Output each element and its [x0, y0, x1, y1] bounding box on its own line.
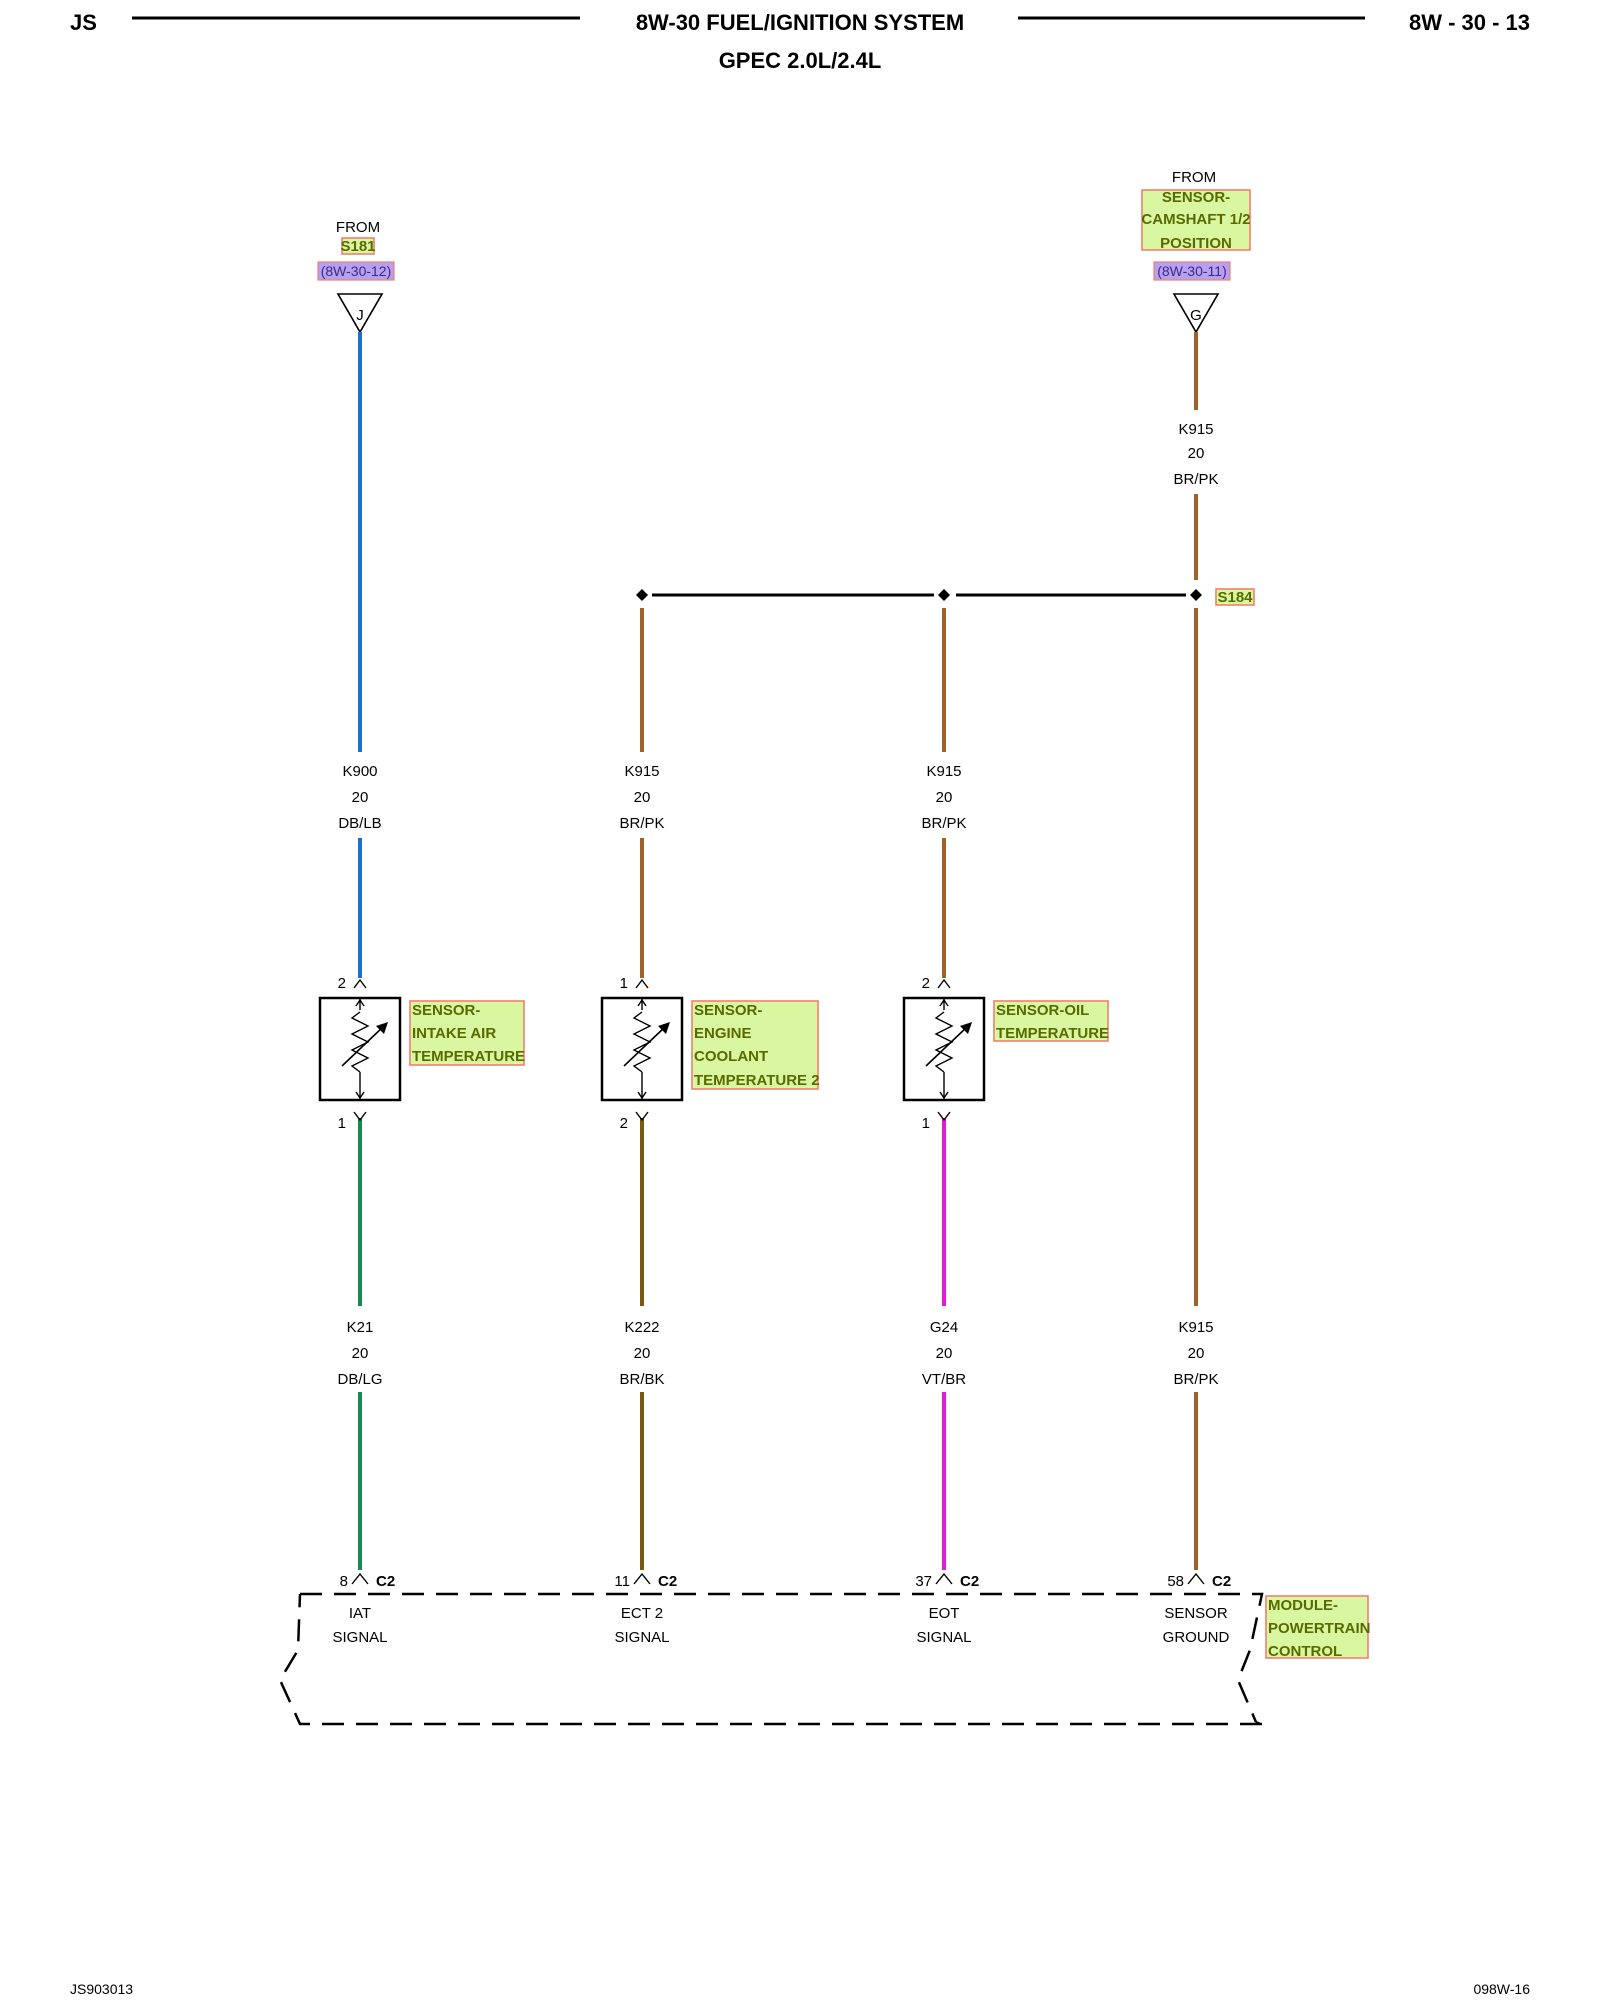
- connector-g-icon: [1172, 293, 1220, 334]
- wire-label-k21-circuit: K21: [347, 1319, 374, 1336]
- wire-label-eot-circuit: K915: [926, 763, 961, 780]
- splice-node-ect: [636, 589, 648, 601]
- module-outline: [300, 1594, 1266, 1726]
- module-label-line2: POWERTRAIN: [1268, 1620, 1371, 1637]
- sensor-eot-label-line2: TEMPERATURE: [996, 1025, 1109, 1042]
- from-left-ref-box[interactable]: [317, 261, 395, 281]
- sensor-ect2-pin-bottom: 2: [620, 1115, 628, 1132]
- wire-label-gnd-color: BR/PK: [1173, 1371, 1218, 1388]
- wire-label-k21-color: DB/LG: [337, 1371, 382, 1388]
- wire-label-k222-gauge: 20: [634, 1345, 651, 1362]
- from-right-source-line3: POSITION: [1160, 235, 1232, 252]
- wire-label-eot-gauge: 20: [936, 789, 953, 806]
- sensor-eot-pin-bottom: 1: [922, 1115, 930, 1132]
- from-left-source: S181: [340, 238, 375, 255]
- sensor-ect2-pin-top: 1: [620, 975, 628, 992]
- splice-node-cam: [1190, 589, 1202, 601]
- sensor-ect2-label-line2: ENGINE: [694, 1025, 752, 1042]
- from-left-source-box: [341, 237, 375, 255]
- wire-label-gnd-circuit: K915: [1178, 1319, 1213, 1336]
- wire-label-cam-color: BR/PK: [1173, 471, 1218, 488]
- from-right-source-box: [1141, 189, 1251, 251]
- wire-label-cam-gauge: 20: [1188, 445, 1205, 462]
- module-pin-8: 8 C2 IAT SIGNAL: [332, 1572, 395, 1646]
- wire-label-cam-circuit: K915: [1178, 421, 1213, 438]
- page-title: 8W-30 FUEL/IGNITION SYSTEM: [636, 10, 964, 35]
- wire-label-k222-color: BR/BK: [619, 1371, 664, 1388]
- wire-label-g24-color: VT/BR: [922, 1371, 966, 1388]
- svg-text:IAT: IAT: [349, 1605, 371, 1622]
- svg-text:SIGNAL: SIGNAL: [916, 1629, 971, 1646]
- wire-label-k900-gauge: 20: [352, 789, 369, 806]
- sensor-iat-label-line3: TEMPERATURE: [412, 1048, 525, 1065]
- svg-text:C2: C2: [376, 1573, 395, 1590]
- svg-text:8: 8: [340, 1573, 348, 1590]
- svg-text:C2: C2: [960, 1573, 979, 1590]
- wire-label-k21-gauge: 20: [352, 1345, 369, 1362]
- wire-label-g24-gauge: 20: [936, 1345, 953, 1362]
- sensor-ect2-label-line4: TEMPERATURE 2: [694, 1072, 820, 1089]
- wire-label-k900-circuit: K900: [342, 763, 377, 780]
- from-left-label: FROM: [336, 219, 380, 236]
- svg-text:C2: C2: [1212, 1573, 1231, 1590]
- wire-label-k900-color: DB/LB: [338, 815, 381, 832]
- splice-label-box: [1215, 588, 1255, 606]
- svg-text:ECT 2: ECT 2: [621, 1605, 663, 1622]
- from-right-source-line2: CAMSHAFT 1/2: [1141, 211, 1250, 228]
- sensor-iat-label-line1: SENSOR-: [412, 1002, 480, 1019]
- footer-right: 098W-16: [1473, 1981, 1530, 1997]
- sensor-eot-label-box: [993, 1000, 1109, 1042]
- from-right-source-line1: SENSOR-: [1162, 189, 1230, 206]
- sensor-iat-pin-bottom: 1: [338, 1115, 346, 1132]
- connector-j-label: J: [356, 307, 364, 324]
- from-right-label: FROM: [1172, 169, 1216, 186]
- module-pin-37: 37 C2 EOT SIGNAL: [915, 1572, 979, 1646]
- wire-label-k222-circuit: K222: [624, 1319, 659, 1336]
- wire-label-ect-color: BR/PK: [619, 815, 664, 832]
- svg-text:SIGNAL: SIGNAL: [332, 1629, 387, 1646]
- sensor-ect2-label-line1: SENSOR-: [694, 1002, 762, 1019]
- sensor-iat-label-box: [409, 1000, 525, 1066]
- svg-text:58: 58: [1167, 1573, 1184, 1590]
- sensor-ect2-label-box: [691, 1000, 819, 1090]
- from-left-ref-link[interactable]: (8W-30-12): [321, 263, 392, 279]
- sensor-iat-label-line2: INTAKE AIR: [412, 1025, 496, 1042]
- svg-text:C2: C2: [658, 1573, 677, 1590]
- sensor-iat-pin-top: 2: [338, 975, 346, 992]
- page-subtitle: GPEC 2.0L/2.4L: [719, 48, 882, 73]
- sensor-iat: [318, 978, 402, 1122]
- module-label-line1: MODULE-: [1268, 1597, 1338, 1614]
- svg-text:11: 11: [614, 1573, 630, 1590]
- wire-label-ect-gauge: 20: [634, 789, 651, 806]
- module-label-line3: CONTROL: [1268, 1643, 1342, 1660]
- svg-text:SENSOR: SENSOR: [1164, 1605, 1228, 1622]
- connector-g-label: G: [1190, 307, 1202, 324]
- from-right-ref-box[interactable]: [1153, 261, 1231, 281]
- sensor-eot: [902, 978, 986, 1122]
- module-label-box: [1265, 1595, 1369, 1659]
- sensor-ect2: [600, 978, 684, 1122]
- module-dashed-border: [278, 1592, 1264, 1726]
- wire-label-eot-color: BR/PK: [921, 815, 966, 832]
- wire-label-gnd-gauge: 20: [1188, 1345, 1205, 1362]
- sensor-eot-label-line1: SENSOR-OIL: [996, 1002, 1089, 1019]
- svg-text:SIGNAL: SIGNAL: [614, 1629, 669, 1646]
- page-number: 8W - 30 - 13: [1409, 10, 1530, 35]
- module-pin-11: 11 C2 ECT 2 SIGNAL: [614, 1572, 677, 1646]
- sensor-ect2-label-line3: COOLANT: [694, 1048, 768, 1065]
- footer-left: JS903013: [70, 1981, 133, 1997]
- svg-text:GROUND: GROUND: [1163, 1629, 1230, 1646]
- svg-text:EOT: EOT: [929, 1605, 960, 1622]
- from-right-ref-link[interactable]: (8W-30-11): [1157, 263, 1227, 279]
- sensor-eot-pin-top: 2: [922, 975, 930, 992]
- wire-label-g24-circuit: G24: [930, 1319, 958, 1336]
- wire-label-ect-circuit: K915: [624, 763, 659, 780]
- splice-label: S184: [1217, 589, 1253, 606]
- splice-node-eot: [938, 589, 950, 601]
- header-left: JS: [70, 10, 97, 35]
- connector-j-icon: [336, 293, 384, 334]
- svg-text:37: 37: [915, 1573, 932, 1590]
- module-pin-58: 58 C2 SENSOR GROUND: [1163, 1572, 1231, 1646]
